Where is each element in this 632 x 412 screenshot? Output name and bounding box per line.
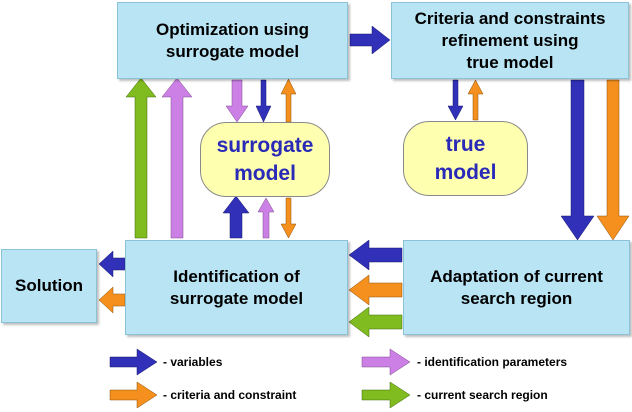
adaptation-box: Adaptation of current search region (403, 240, 630, 335)
arrow-identification-to-surrogate-params (257, 197, 275, 239)
refinement-label: Criteria and constraints refinement usin… (414, 8, 606, 72)
arrow-identification-to-surrogate-variables (222, 195, 250, 239)
solution-box: Solution (1, 249, 97, 323)
arrow-optimization-to-surrogate-params (225, 79, 249, 123)
refinement-box: Criteria and constraints refinement usin… (391, 2, 629, 79)
identification-box: Identification of surrogate model (125, 240, 348, 335)
surrogate-model-node: surrogate model (200, 122, 330, 197)
arrow-refinement-to-adaptation-variables (560, 79, 595, 241)
arrow-refinement-to-true-variables (447, 79, 464, 121)
arrow-adaptation-to-identification-criteria (348, 274, 403, 306)
true-model-label: true model (434, 132, 497, 184)
true-model-node: true model (403, 121, 528, 196)
legend-arrow-search-region (361, 381, 411, 409)
arrow-identification-to-optimization-params (161, 77, 193, 239)
legend-arrow-criteria (109, 381, 158, 409)
arrow-identification-to-optimization-search-region (125, 77, 157, 239)
arrow-surrogate-to-identification-criteria (280, 197, 297, 239)
legend-variables-label: - variables (163, 355, 223, 369)
arrow-adaptation-to-identification-variables (348, 239, 403, 271)
arrow-identification-to-solution-variables (98, 250, 126, 278)
legend-criteria-label: - criteria and constraint (163, 388, 297, 402)
legend-search-region-label: - current search region (417, 388, 548, 402)
legend-arrow-variables (109, 348, 158, 376)
legend-identification-parameters-label: - identification parameters (417, 355, 568, 369)
arrow-true-to-refinement-criteria (467, 79, 484, 121)
arrow-adaptation-to-identification-search-region (348, 306, 403, 338)
optimization-box: Optimization using surrogate model (117, 2, 348, 79)
legend-arrow-identification-parameters (361, 348, 411, 376)
arrow-optimization-to-surrogate-variables (255, 79, 272, 123)
arrow-refinement-to-adaptation-criteria (596, 79, 630, 241)
adaptation-label: Adaptation of current search region (430, 266, 603, 308)
surrogate-model-label: surrogate model (216, 133, 314, 185)
solution-label: Solution (15, 276, 83, 295)
optimization-label: Optimization using surrogate model (156, 19, 309, 61)
arrow-surrogate-to-optimization-criteria (280, 78, 297, 123)
arrow-optimization-to-refinement (349, 25, 391, 55)
identification-label: Identification of surrogate model (169, 266, 304, 308)
arrow-identification-to-solution-criteria (98, 286, 126, 314)
